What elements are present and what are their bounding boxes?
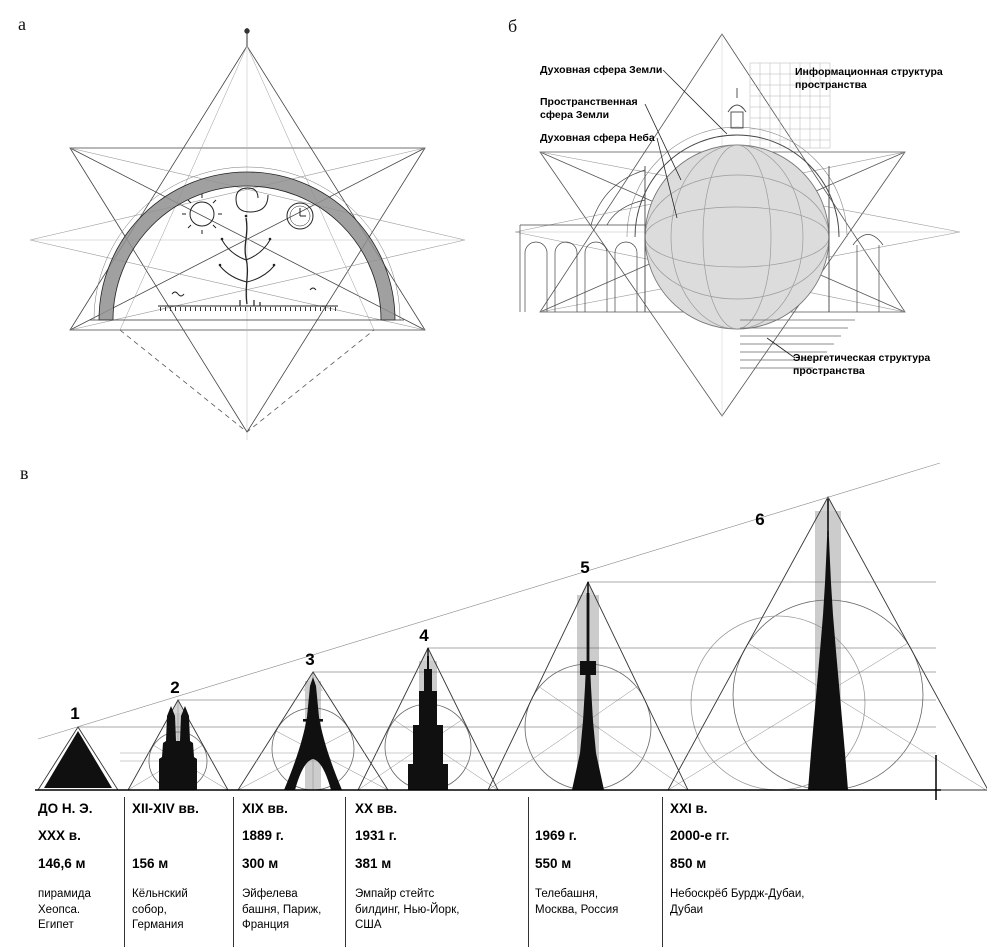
leader-lines xyxy=(644,69,796,359)
label-information-structure: Информационная структура пространства xyxy=(795,66,943,92)
right-turret xyxy=(852,234,884,312)
label-energy-structure: Энергетическая структура пространства xyxy=(793,352,931,378)
panel-b-drawing xyxy=(514,33,961,417)
cheops-pyramid-silhouette xyxy=(44,731,112,788)
year-cell: 1969 г. xyxy=(535,828,577,843)
spiral-ornament xyxy=(235,187,269,213)
spatial-sphere xyxy=(644,144,830,330)
name-cell: Эйфелева башня, Париж, Франция xyxy=(242,888,322,932)
label-spiritual-sky: Духовная сфера Неба xyxy=(540,132,655,144)
label-spatial-earth: Пространственная сфера Земли xyxy=(540,96,638,122)
name-cell: Небоскрёб Бурдж-Дубаи, Дубаи xyxy=(670,888,805,916)
structure-numbers: 1 2 3 4 5 6 xyxy=(70,510,764,723)
inscribed-circles xyxy=(148,599,924,791)
panel-v: в xyxy=(0,455,987,952)
column-divider xyxy=(528,797,529,947)
structure-number: 6 xyxy=(755,510,764,529)
height-cell: 146,6 м xyxy=(38,856,86,871)
structure-number: 1 xyxy=(70,704,79,723)
tree-branches xyxy=(219,239,275,283)
height-cell: 850 м xyxy=(670,856,707,871)
label-spiritual-earth: Духовная сфера Земли xyxy=(540,64,663,76)
panel-a-letter: а xyxy=(18,14,26,34)
panel-v-drawing: 1 2 3 4 5 6 xyxy=(35,462,987,800)
column-divider xyxy=(345,797,346,947)
structure-number: 2 xyxy=(170,678,179,697)
bird-marks xyxy=(171,287,317,297)
empire-state-silhouette xyxy=(408,656,448,790)
era-cell: XIX вв. xyxy=(242,801,288,816)
top-ornament-icon xyxy=(244,28,250,46)
eiffel-tower-silhouette xyxy=(284,677,342,790)
building-silhouettes xyxy=(44,499,848,790)
height-cell: 300 м xyxy=(242,856,279,871)
tree-trunk xyxy=(244,217,249,305)
name-cell: Кёльнский собор, Германия xyxy=(132,888,188,932)
burj-dubai-silhouette xyxy=(808,531,848,790)
era-cell: ДО Н. Э. xyxy=(38,801,93,816)
height-cell: 550 м xyxy=(535,856,572,871)
year-cell: 1889 г. xyxy=(242,828,284,843)
cologne-cathedral-silhouette xyxy=(159,706,197,790)
small-figures xyxy=(239,300,261,306)
hexagram-a xyxy=(29,30,466,440)
height-cell: 381 м xyxy=(355,856,392,871)
left-arcade xyxy=(519,169,646,312)
year-cell: 1931 г. xyxy=(355,828,397,843)
panel-b-letter: б xyxy=(508,16,518,36)
name-cell: пирамида Хеопса. Египет xyxy=(38,888,91,932)
information-grid xyxy=(749,62,831,149)
construction-lines xyxy=(127,497,987,791)
era-cell: XX вв. xyxy=(355,801,398,816)
column-divider xyxy=(233,797,234,947)
era-cell: XXI в. xyxy=(670,801,708,816)
dome-interior-engraving xyxy=(158,187,338,311)
structure-number: 3 xyxy=(305,650,314,669)
structure-number: 4 xyxy=(419,626,429,645)
era-cell: XII-XIV вв. xyxy=(132,801,199,816)
panel-a: а xyxy=(10,8,490,453)
dome-shell xyxy=(634,134,840,238)
lantern xyxy=(730,111,744,129)
cathedral-section xyxy=(519,88,884,330)
structure-number: 5 xyxy=(580,558,589,577)
panel-a-drawing xyxy=(29,28,466,440)
leaf-dots xyxy=(218,214,276,267)
ostankino-tower-silhouette xyxy=(572,665,604,790)
height-cell: 156 м xyxy=(132,856,169,871)
year-cell: 2000-е гг. xyxy=(670,828,730,843)
timeline-table: ДО Н. Э. XXX в. 146,6 м пирамида Хеопса.… xyxy=(0,795,987,952)
height-reference-lines xyxy=(78,581,936,762)
dome-arch xyxy=(90,166,404,321)
sphere-meridians xyxy=(645,145,829,329)
name-cell: Телебашня, Москва, Россия xyxy=(535,888,619,916)
name-cell: Эмпайр стейтс билдинг, Нью-Йорк, США xyxy=(355,888,460,932)
energy-structure-hatch xyxy=(740,319,855,369)
panel-b: б xyxy=(495,8,987,448)
flying-buttresses xyxy=(590,169,646,226)
column-divider xyxy=(662,797,663,947)
year-cell: XXX в. xyxy=(38,828,81,843)
clock-icon xyxy=(286,202,314,230)
panel-v-letter: в xyxy=(20,463,29,483)
sun-icon xyxy=(182,194,222,234)
apex-diagonal xyxy=(37,462,941,740)
column-divider xyxy=(124,797,125,947)
